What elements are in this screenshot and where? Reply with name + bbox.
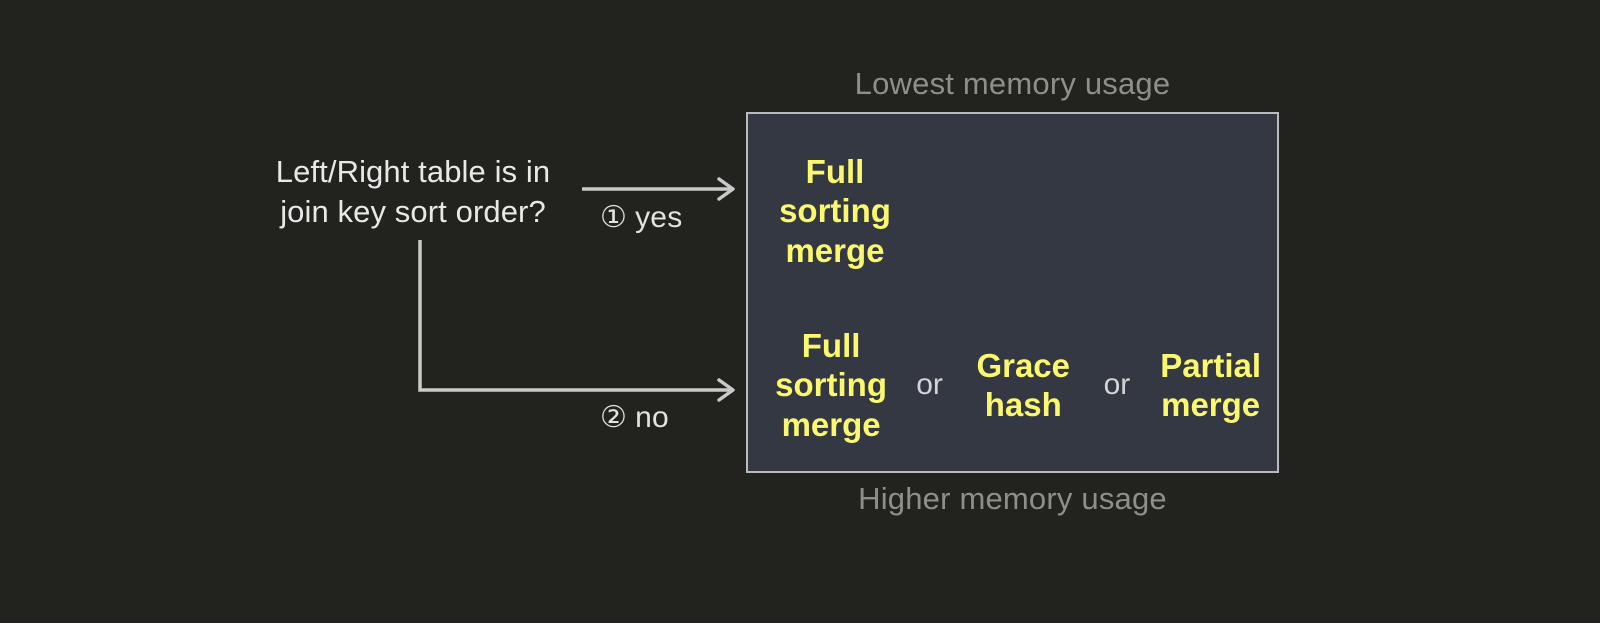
or-separator-1: or (916, 368, 943, 401)
caption-lowest-memory: Lowest memory usage (854, 66, 1171, 101)
option-partial-merge: Partial merge (1160, 346, 1262, 423)
circled-number-1-icon: ① (600, 201, 628, 234)
option-full-sorting-merge-sorted: Full sorting merge (779, 153, 891, 269)
unsorted-strategy-row: Full sorting merge or Grace hash or Part… (748, 310, 1277, 460)
circled-number-2-icon: ② (600, 401, 628, 434)
connector-yes (582, 177, 735, 201)
branch-no-text: no (635, 401, 669, 434)
or-separator-2: or (1103, 368, 1131, 401)
caption-higher-memory: Higher memory usage (858, 481, 1167, 516)
branch-yes-text: yes (635, 201, 683, 234)
join-strategy-panel: Full sorting merge Full sorting merge or… (746, 112, 1279, 473)
option-grace-hash: Grace hash (976, 346, 1071, 423)
question-line-1: Left/Right table is in (275, 154, 551, 189)
question-line-2: join key sort order? (280, 194, 546, 230)
decision-question: Left/Right table is in join key sort ord… (248, 152, 578, 233)
sorted-strategy-row: Full sorting merge (748, 136, 1277, 286)
option-full-sorting-merge-unsorted: Full sorting merge (775, 327, 887, 443)
connector-no (418, 240, 735, 402)
